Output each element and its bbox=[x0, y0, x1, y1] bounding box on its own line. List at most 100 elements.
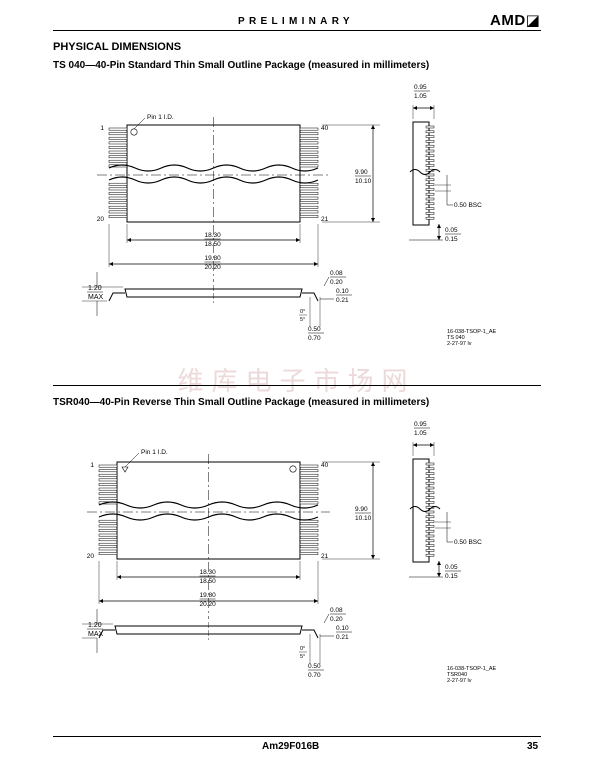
figure-note-date: 2-27-97 lv bbox=[447, 678, 472, 684]
lead-left bbox=[108, 136, 128, 140]
overall-value-top: 19.80 bbox=[205, 255, 222, 262]
bodyw-dim-head-left bbox=[117, 575, 121, 579]
pin-number-1: 1 bbox=[90, 462, 94, 469]
lead-left bbox=[98, 487, 118, 491]
pin-number-40: 40 bbox=[321, 125, 329, 132]
lead-thickness-value-bottom: 0.20 bbox=[330, 279, 343, 286]
lead-left bbox=[108, 150, 128, 154]
figure-note-code: 16-038-TSOP-1_AE bbox=[447, 666, 497, 672]
side-width-value-bottom: 1.05 bbox=[414, 93, 427, 100]
height-dim-head-top bbox=[371, 125, 375, 129]
lead-left bbox=[108, 141, 128, 145]
side-lead bbox=[425, 192, 435, 196]
header-preliminary: PRELIMINARY bbox=[238, 16, 354, 27]
side-lead bbox=[425, 472, 435, 475]
lead-thick-leader bbox=[323, 276, 330, 287]
standoff-dim-head-top bbox=[437, 224, 441, 228]
side-lead bbox=[425, 188, 435, 191]
lead-left bbox=[98, 478, 118, 482]
side-lead bbox=[425, 125, 435, 129]
lead-left bbox=[108, 132, 128, 136]
bodyw-value-bottom: 18.50 bbox=[200, 578, 217, 585]
section-rule bbox=[53, 385, 541, 386]
side-lead bbox=[425, 477, 435, 480]
lead-right bbox=[299, 164, 319, 168]
side-lead bbox=[425, 553, 435, 557]
side-width-dim-head-right bbox=[430, 106, 434, 110]
pin-number-21: 21 bbox=[321, 216, 329, 223]
pin-number-20: 20 bbox=[97, 216, 105, 223]
pin1-leader bbox=[133, 117, 146, 130]
lead-width-value-top: 0.10 bbox=[336, 625, 349, 632]
side-lead bbox=[425, 140, 435, 143]
overall-value-top: 19.80 bbox=[200, 592, 217, 599]
standoff-value-top: 0.05 bbox=[445, 227, 458, 234]
lead-left bbox=[98, 519, 118, 523]
height-value-bottom: 10.10 bbox=[355, 178, 372, 185]
side-lead bbox=[425, 159, 435, 162]
side-lead bbox=[425, 212, 435, 215]
lead-left bbox=[108, 146, 128, 149]
side-lead bbox=[425, 149, 435, 153]
lead-right bbox=[299, 192, 319, 195]
side-lead bbox=[425, 486, 435, 490]
side-lead bbox=[425, 525, 435, 528]
side-lead bbox=[425, 544, 435, 547]
lead-right bbox=[299, 501, 319, 505]
amd-logo: AMD◪ bbox=[490, 12, 541, 29]
side-lead bbox=[425, 168, 435, 172]
side-width-value-bottom: 1.05 bbox=[414, 430, 427, 437]
pin-number-1: 1 bbox=[100, 125, 104, 132]
height-dim-head-bottom bbox=[371, 218, 375, 222]
angle-max: 5° bbox=[300, 654, 305, 660]
lead-left bbox=[98, 469, 118, 473]
package-title-tsr040: TSR040—40-Pin Reverse Thin Small Outline… bbox=[53, 397, 430, 408]
lead-left bbox=[98, 547, 118, 551]
overall-value-bottom: 20.20 bbox=[200, 601, 217, 608]
side-lead bbox=[425, 144, 435, 148]
section-title: PHYSICAL DIMENSIONS bbox=[53, 41, 182, 53]
thickness-value: 1.20 bbox=[88, 285, 102, 292]
lead-right bbox=[299, 205, 319, 209]
side-width-value-top: 0.95 bbox=[414, 421, 427, 428]
standoff-dim-head-bottom bbox=[437, 573, 441, 577]
lead-left bbox=[108, 182, 128, 186]
thickness-max: MAX bbox=[88, 294, 104, 301]
height-dim-head-top bbox=[371, 462, 375, 466]
lead-left bbox=[98, 524, 118, 528]
lead-left bbox=[108, 187, 128, 191]
bodyw-dim-head-right bbox=[296, 575, 300, 579]
pin1-mark bbox=[130, 128, 138, 136]
standoff-value-bottom: 0.15 bbox=[445, 573, 458, 580]
side-lead bbox=[425, 197, 435, 201]
lead-right bbox=[299, 210, 319, 214]
side-lead bbox=[425, 130, 435, 134]
lead-right bbox=[299, 159, 319, 163]
thickness-max: MAX bbox=[88, 631, 104, 638]
standoff-dim-head-bottom bbox=[437, 236, 441, 240]
side-lead bbox=[425, 164, 435, 167]
lead-thickness-value-bottom: 0.20 bbox=[330, 616, 343, 623]
end-lead-right bbox=[302, 292, 319, 302]
side-lead bbox=[425, 515, 435, 519]
angle-min: 0° bbox=[300, 309, 305, 315]
pin-number-40: 40 bbox=[321, 462, 329, 469]
lead-left bbox=[108, 205, 128, 209]
lead-right bbox=[299, 492, 319, 496]
lead-left bbox=[98, 552, 118, 555]
pin-number-20: 20 bbox=[87, 553, 95, 560]
side-lead bbox=[425, 481, 435, 485]
angle-min: 0° bbox=[300, 646, 305, 652]
foot-length-value-bottom: 0.70 bbox=[308, 672, 321, 679]
overall-dim-head-left bbox=[109, 262, 113, 266]
lead-left bbox=[98, 473, 118, 477]
side-lead bbox=[425, 154, 435, 158]
lead-thickness-value-top: 0.08 bbox=[330, 270, 343, 277]
lead-width-value-bottom: 0.21 bbox=[336, 634, 349, 641]
figure-note-package: TSR040 bbox=[447, 672, 467, 678]
pin1-leader bbox=[124, 452, 140, 468]
lead-right bbox=[299, 496, 319, 500]
lead-right bbox=[299, 187, 319, 191]
lead-left bbox=[108, 215, 128, 218]
lead-left bbox=[108, 201, 128, 205]
